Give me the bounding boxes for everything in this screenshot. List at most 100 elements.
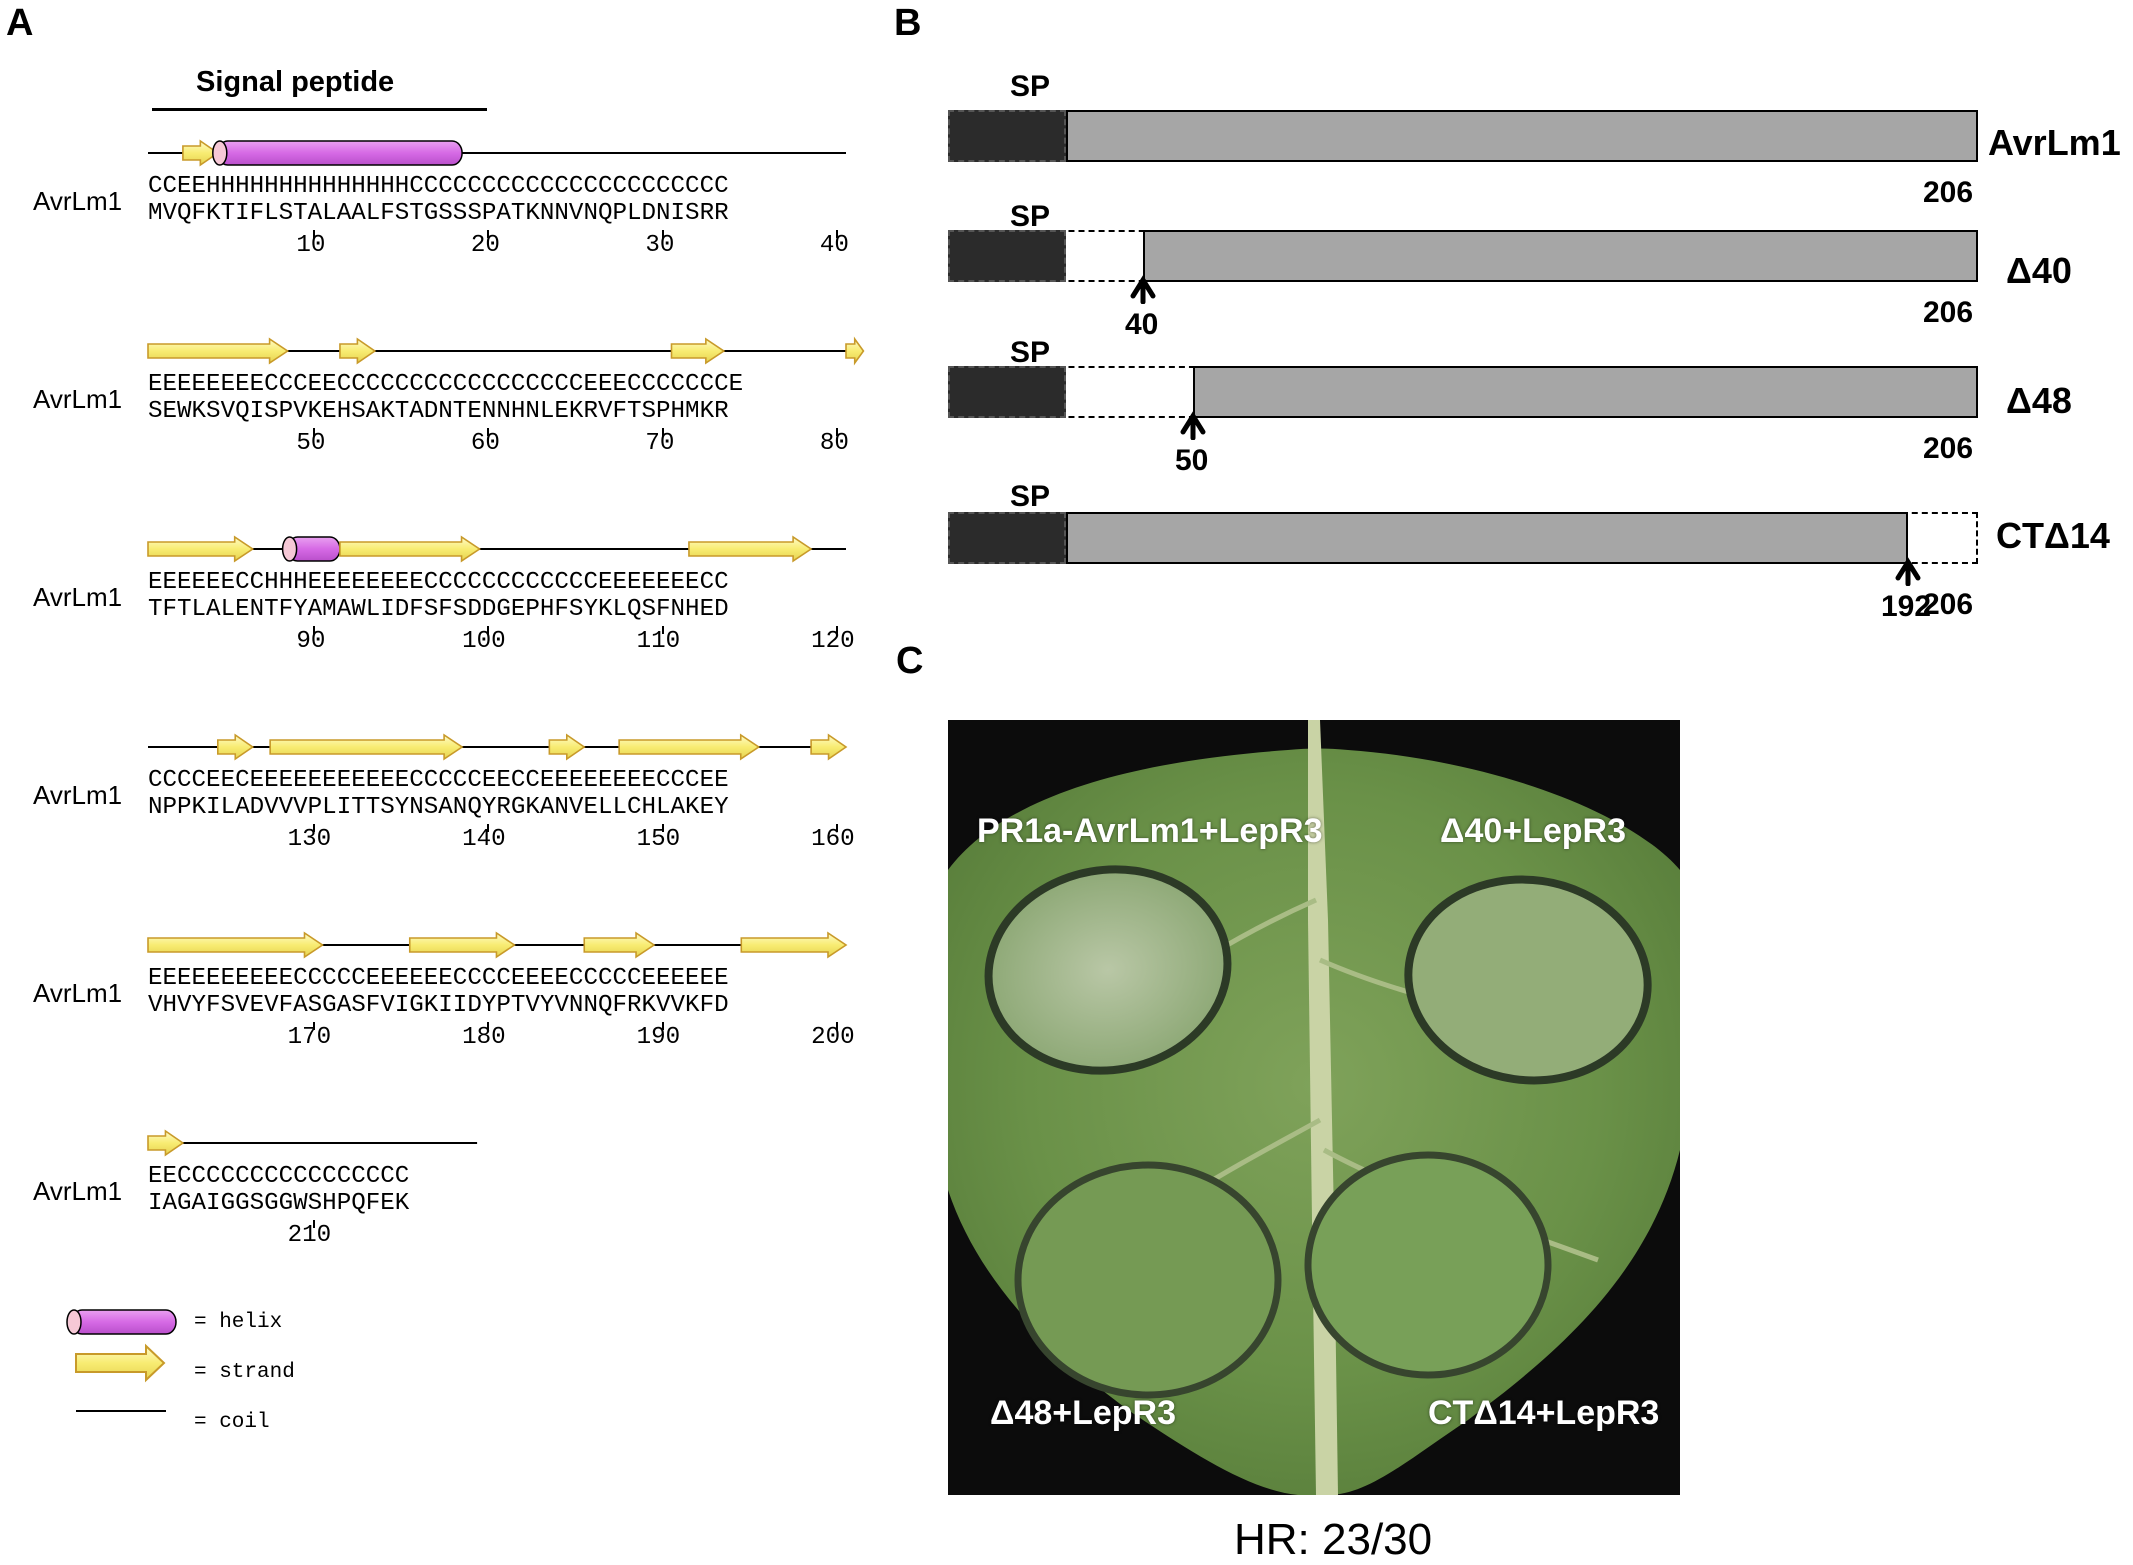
sp-label: SP <box>1010 336 1051 369</box>
sp-label: SP <box>1010 70 1051 103</box>
sequence-row-label: AvrLm1 <box>33 384 123 414</box>
construct-name: AvrLm1 <box>1988 122 2121 163</box>
leaf-illustration <box>948 720 1680 1495</box>
secondary-structure-string: EEEEEECCHHHEEEEEEEECCCCCCCCCCCCEEEEEEECC <box>148 569 729 596</box>
sequence-row-label: AvrLm1 <box>33 780 123 810</box>
strand-arrow <box>147 535 255 563</box>
secondary-structure-string: EECCCCCCCCCCCCCCCC <box>148 1163 410 1190</box>
tick-mark <box>487 1022 490 1030</box>
signal-peptide-box <box>948 230 1066 282</box>
strand-arrow <box>810 733 848 761</box>
tick-mark <box>487 824 490 832</box>
panel-b-letter: B <box>894 2 922 44</box>
construct-name: Δ40 <box>2006 250 2072 291</box>
tick-mark <box>312 824 315 832</box>
secondary-structure-string: CCEEHHHHHHHHHHHHHHCCCCCCCCCCCCCCCCCCCCCC <box>148 173 729 200</box>
cut-site-arrow-icon <box>1130 275 1156 304</box>
tick-mark <box>836 230 839 238</box>
leaf-label-top-left: PR1a-AvrLm1+LepR3 <box>977 812 1323 850</box>
tick-label: 170 <box>287 1024 332 1051</box>
construct-name: Δ48 <box>2006 380 2072 421</box>
tick-label: 160 <box>811 826 855 853</box>
tick-label: 180 <box>462 1024 506 1051</box>
signal-peptide-box <box>948 512 1066 564</box>
tick-label: 90 <box>296 628 326 655</box>
tick-mark <box>836 824 839 832</box>
tick-label: 120 <box>811 628 855 655</box>
helix-cap <box>281 536 298 562</box>
signal-peptide-bar <box>152 108 487 111</box>
tick-mark <box>661 230 664 238</box>
tick-mark <box>487 626 490 634</box>
legend-strand-text: = strand <box>194 1361 295 1384</box>
tick-mark <box>312 626 315 634</box>
panel-c-letter: C <box>896 640 924 682</box>
tick-mark <box>312 1022 315 1030</box>
strand-arrow <box>147 1129 185 1157</box>
tick-mark <box>487 230 490 238</box>
strand-arrow <box>147 337 290 365</box>
legend-helix-text: = helix <box>194 1311 283 1334</box>
helix-cap <box>212 140 228 166</box>
amino-acid-sequence: SEWKSVQISPVKEHSAKTADNTENNHNLEKRVFTSPHMKR <box>148 398 729 425</box>
tick-mark <box>661 824 664 832</box>
secondary-structure-tracks <box>147 139 865 1157</box>
tick-mark <box>836 428 839 436</box>
sequence-row-label: AvrLm1 <box>33 978 123 1008</box>
sequence-row-label: AvrLm1 <box>33 1176 123 1206</box>
secondary-structure-string: EEEEEEEECCCEECCCCCCCCCCCCCCCCCEEECCCCCCC… <box>148 371 744 398</box>
construct-name: CTΔ14 <box>1996 515 2110 556</box>
cut-site-label: 40 <box>1125 308 1159 341</box>
strand-arrow <box>688 535 813 563</box>
leaf-label-bottom-left: Δ48+LepR3 <box>990 1394 1177 1432</box>
tick-label: 80 <box>819 430 849 457</box>
tick-mark <box>661 626 664 634</box>
tick-label: 50 <box>296 430 326 457</box>
tick-label: 10 <box>296 232 326 259</box>
signal-peptide-box <box>948 366 1066 418</box>
tick-mark <box>312 428 315 436</box>
strand-arrow <box>670 337 726 365</box>
signal-peptide-label: Signal peptide <box>196 66 395 98</box>
signal-peptide-box <box>948 110 1066 162</box>
tick-label: 150 <box>636 826 681 853</box>
secondary-structure-string: CCCCEECEEEEEEEEEEECCCCCEECCEEEEEEEECCCEE <box>148 767 729 794</box>
tick-label: 60 <box>470 430 500 457</box>
tick-label: 20 <box>470 232 500 259</box>
helix-cylinder <box>217 140 463 166</box>
cut-site-label: 50 <box>1175 444 1209 477</box>
amino-acid-sequence: TFTLALENTFYAMAWLIDFSFSDDGEPHFSYKLQSFNHED <box>148 596 729 623</box>
tick-label: 100 <box>462 628 506 655</box>
end-position-label: 206 <box>1923 296 1974 329</box>
strand-arrow <box>583 931 656 959</box>
strand-arrow <box>618 733 761 761</box>
tick-mark <box>661 428 664 436</box>
panel-a-letter: A <box>6 2 34 44</box>
strand-arrow <box>740 931 848 959</box>
tick-label: 130 <box>287 826 332 853</box>
strand-arrow <box>845 336 865 366</box>
leaf-label-top-right: Δ40+LepR3 <box>1440 812 1627 850</box>
tick-mark <box>312 230 315 238</box>
strand-arrow <box>339 337 377 365</box>
sequence-row-label: AvrLm1 <box>33 186 123 216</box>
tick-label: 110 <box>636 628 681 655</box>
leaf-photo <box>948 720 1680 1495</box>
amino-acid-sequence: IAGAIGGSGGWSHPQFEK <box>148 1190 410 1217</box>
strand-arrow <box>548 733 586 761</box>
legend-symbols <box>66 1309 177 1412</box>
strand-arrow <box>217 733 255 761</box>
secondary-structure-string: EEEEEEEEEECCCCCEEEEEECCCCEEEECCCCCEEEEEE <box>148 965 729 992</box>
strand-arrow <box>182 139 220 167</box>
legend-helix-icon <box>66 1309 177 1335</box>
tick-mark <box>312 1220 315 1228</box>
tick-label: 140 <box>462 826 506 853</box>
tick-label: 30 <box>645 232 675 259</box>
cut-site-label: 192 <box>1881 590 1932 623</box>
tick-mark <box>487 428 490 436</box>
amino-acid-sequence: VHVYFSVEVFASGASFVIGKIIDYPTVYVNNQFRKVVKFD <box>148 992 729 1019</box>
amino-acid-sequence: MVQFKTIFLSTALAALFSTGSSSPATKNNVNQPLDNISRR <box>148 200 729 227</box>
legend-coil-text: = coil <box>194 1411 270 1434</box>
cut-site-arrow-icon <box>1180 411 1206 440</box>
sequence-row-label: AvrLm1 <box>33 582 123 612</box>
